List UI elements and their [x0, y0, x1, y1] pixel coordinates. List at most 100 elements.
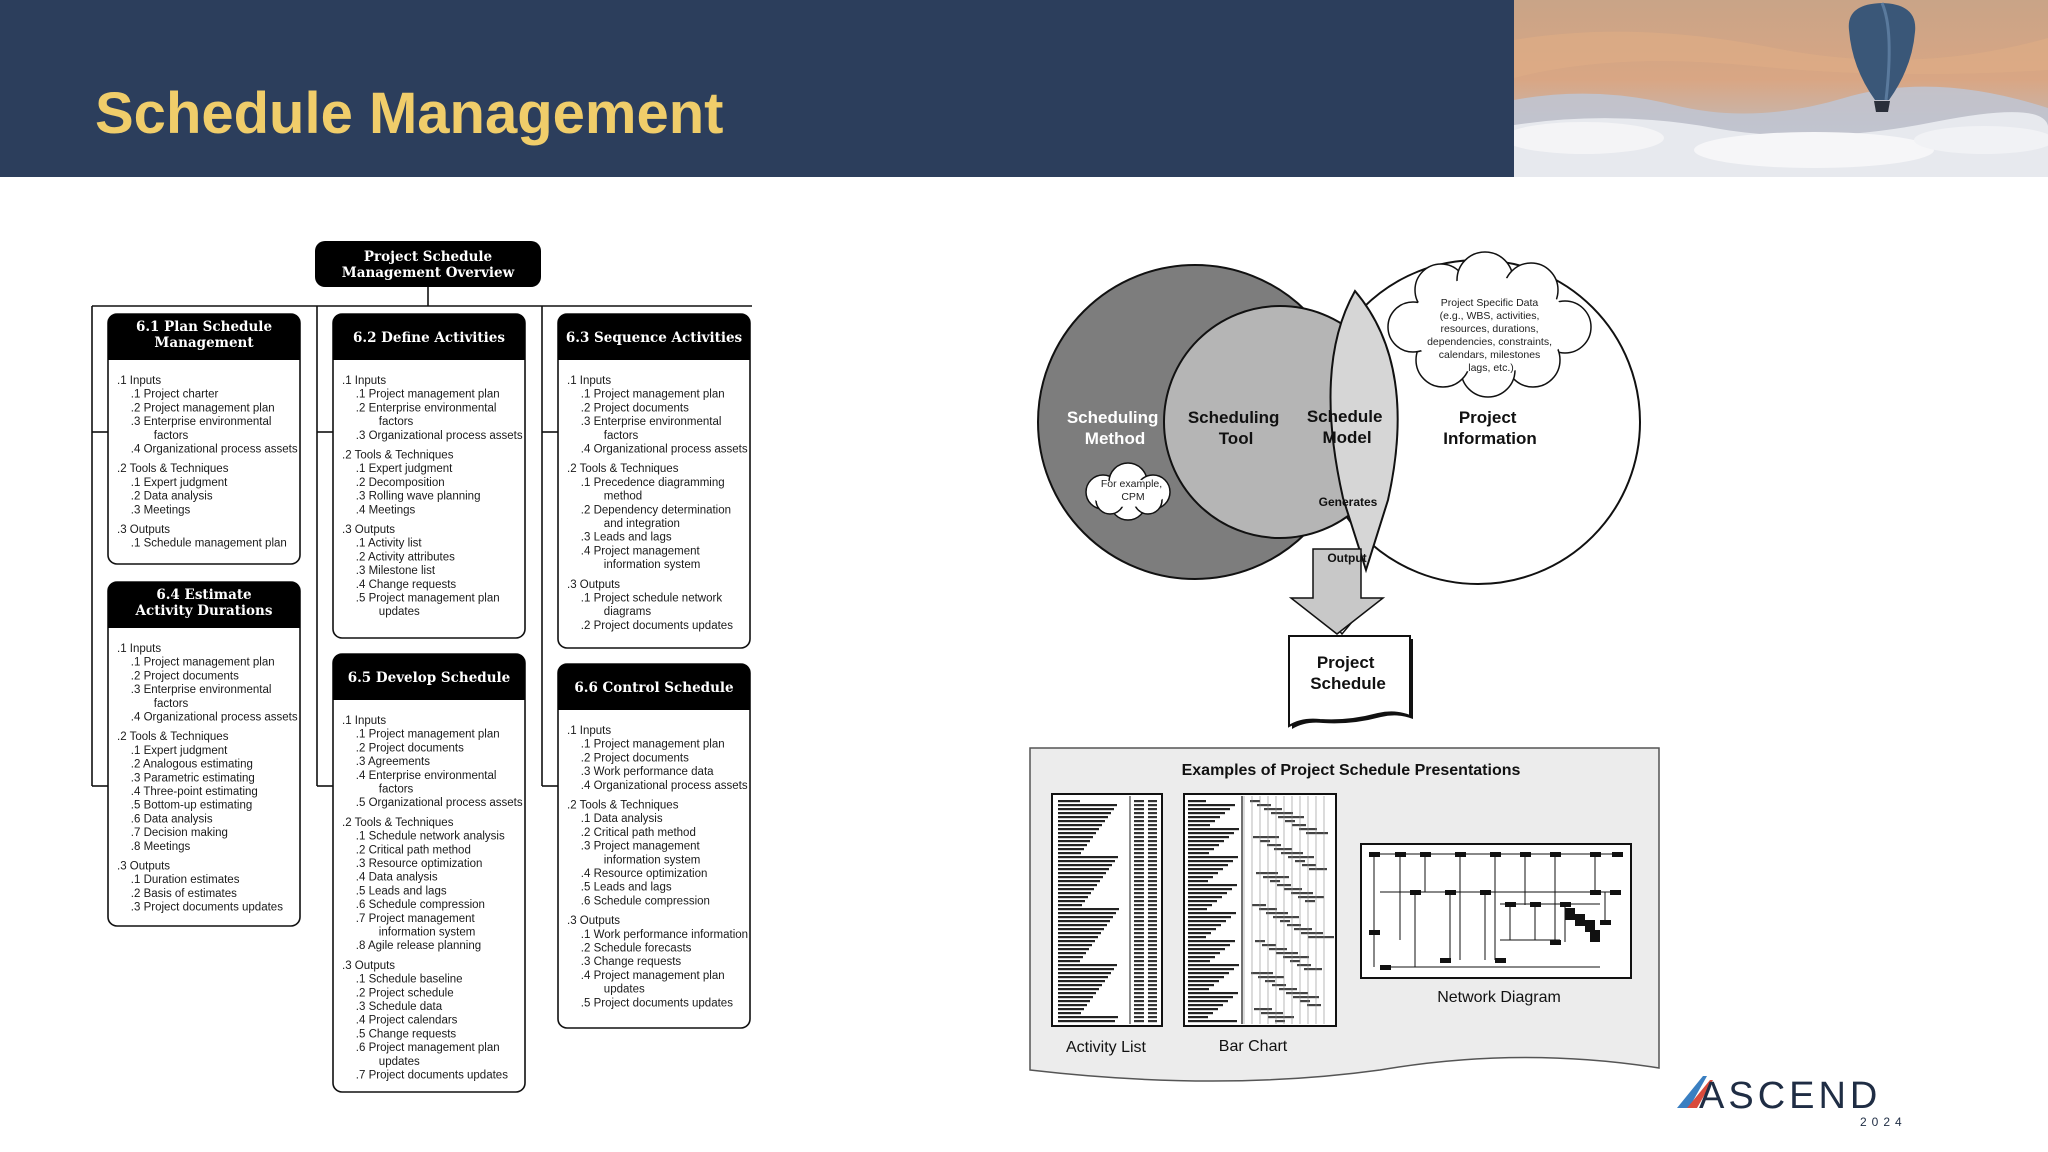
process-item: .2 Project documents: [356, 742, 464, 754]
process-item: .2 Tools & Techniques: [342, 817, 454, 829]
process-item: .2 Analogous estimating: [131, 759, 253, 771]
process-item: .3 Enterprise environmental: [131, 684, 272, 696]
process-item: .1 Inputs: [567, 375, 611, 387]
project-schedule-line: Project: [1317, 653, 1375, 672]
process-item: .7 Project documents updates: [356, 1070, 508, 1082]
process-item: .1 Data analysis: [581, 813, 663, 825]
process-item: .2 Dependency determination: [581, 504, 731, 516]
process-item: .1 Project management plan: [131, 657, 275, 669]
process-item: .3 Enterprise environmental: [581, 416, 722, 428]
process-item: .2 Tools & Techniques: [117, 463, 229, 475]
process-item: .3 Outputs: [342, 960, 395, 972]
process-item: .1 Inputs: [342, 715, 386, 727]
output-label: Output: [1327, 551, 1366, 565]
process-item: .3 Parametric estimating: [131, 772, 255, 784]
process-item: .1 Expert judgment: [131, 745, 228, 757]
process-name-line: 6.1 Plan Schedule: [136, 319, 272, 335]
process-item: .3 Schedule data: [356, 1001, 443, 1013]
process-item: .3 Project documents updates: [131, 902, 283, 914]
process-item: .3 Enterprise environmental: [131, 416, 272, 428]
overview-title-box: Project Schedule Management Overview: [315, 241, 541, 287]
activity-list-rows: [1058, 796, 1157, 1024]
method-cloud-line: For example,: [1101, 478, 1162, 490]
process-item: .5 Project documents updates: [581, 997, 733, 1009]
process-item: .2 Schedule forecasts: [581, 943, 692, 955]
bar-chart-caption: Bar Chart: [1219, 1038, 1288, 1055]
process-item: .3 Milestone list: [356, 565, 436, 577]
process-item: .3 Leads and lags: [581, 532, 672, 544]
tool-label-line: Tool: [1219, 429, 1254, 448]
process-item: .5 Project management plan: [356, 593, 500, 605]
process-item: .1 Expert judgment: [356, 463, 453, 475]
project-data-cloud: Project Specific Data (e.g., WBS, activi…: [1387, 251, 1592, 398]
process-item: .2 Enterprise environmental: [356, 402, 497, 414]
method-cloud-line: CPM: [1121, 491, 1144, 503]
process-box: 6.2 Define Activities.1 Inputs.1 Project…: [332, 313, 526, 639]
process-item: .2 Project documents: [581, 402, 689, 414]
process-item: .1 Precedence diagramming: [581, 477, 725, 489]
schedule-model-lens: [1329, 289, 1399, 574]
process-name-line: Activity Durations: [135, 603, 273, 619]
process-item: .6 Schedule compression: [581, 895, 710, 907]
header-bar: Schedule Management: [0, 0, 2048, 177]
bar-chart-rows: [1188, 796, 1334, 1024]
process-item: .7 Decision making: [131, 827, 228, 839]
process-item: .1 Schedule network analysis: [356, 831, 505, 843]
svg-text:Project Specific Data: Project Specific Data (e.g., WBS, activi…: [1427, 297, 1555, 374]
process-item: .1 Schedule management plan: [131, 538, 287, 550]
process-item: updates: [379, 1056, 420, 1068]
process-item: .4 Change requests: [356, 579, 457, 591]
process-item: .2 Data analysis: [131, 491, 213, 503]
process-item: factors: [604, 430, 639, 442]
process-item: and integration: [604, 518, 680, 530]
process-item: .5 Change requests: [356, 1028, 457, 1040]
process-item: updates: [379, 606, 420, 618]
process-item: .2 Critical path method: [581, 827, 696, 839]
information-label-line: Project: [1459, 408, 1517, 427]
process-item: .3 Outputs: [342, 524, 395, 536]
network-diagram-caption: Network Diagram: [1437, 989, 1561, 1006]
process-name-line: 6.3 Sequence Activities: [566, 330, 743, 346]
process-item: .6 Data analysis: [131, 813, 213, 825]
process-item: .4 Project management: [581, 545, 701, 557]
connector-lines: [91, 287, 766, 787]
process-item: .1 Project charter: [131, 389, 219, 401]
process-item: .2 Project documents updates: [581, 620, 733, 632]
presentations-panel: Examples of Project Schedule Presentatio…: [1029, 747, 1660, 1082]
process-item: .3 Project management: [581, 841, 701, 853]
process-name-line: 6.6 Control Schedule: [574, 680, 733, 696]
process-item: .4 Organizational process assets: [131, 712, 298, 724]
overview-title-line: Management Overview: [342, 265, 515, 281]
process-item: .8 Agile release planning: [356, 940, 481, 952]
process-item: .2 Decomposition: [356, 477, 445, 489]
process-item: .5 Leads and lags: [581, 882, 672, 894]
model-label-line: Schedule: [1307, 407, 1383, 426]
process-item: method: [604, 491, 642, 503]
process-item: .4 Data analysis: [356, 872, 438, 884]
process-item: .1 Inputs: [567, 725, 611, 737]
project-data-line: calendars, milestones: [1439, 349, 1541, 361]
process-item: .3 Outputs: [567, 915, 620, 927]
process-item: .3 Rolling wave planning: [356, 491, 481, 503]
process-item: .8 Meetings: [131, 841, 191, 853]
project-data-line: (e.g., WBS, activities,: [1440, 310, 1540, 322]
process-item: .4 Organizational process assets: [581, 780, 748, 792]
process-item: .2 Basis of estimates: [131, 888, 237, 900]
process-item: .1 Inputs: [342, 375, 386, 387]
process-name-line: 6.4 Estimate: [156, 587, 251, 603]
process-item: .1 Schedule baseline: [356, 974, 463, 986]
process-item: .6 Project management plan: [356, 1042, 500, 1054]
svg-text:Schedule Model: Schedule Model: [1307, 407, 1387, 447]
process-item: .1 Project schedule network: [581, 593, 723, 605]
process-item: .1 Duration estimates: [131, 874, 240, 886]
process-item: .2 Tools & Techniques: [342, 450, 454, 462]
process-item: .3 Outputs: [117, 524, 170, 536]
process-item: .1 Inputs: [117, 375, 161, 387]
examples-title: Examples of Project Schedule Presentatio…: [1182, 762, 1521, 779]
process-item: factors: [154, 698, 189, 710]
process-item: .5 Leads and lags: [356, 885, 447, 897]
process-item: .5 Bottom-up estimating: [131, 800, 252, 812]
process-item: .4 Project management plan: [581, 970, 725, 982]
process-item: information system: [379, 927, 476, 939]
